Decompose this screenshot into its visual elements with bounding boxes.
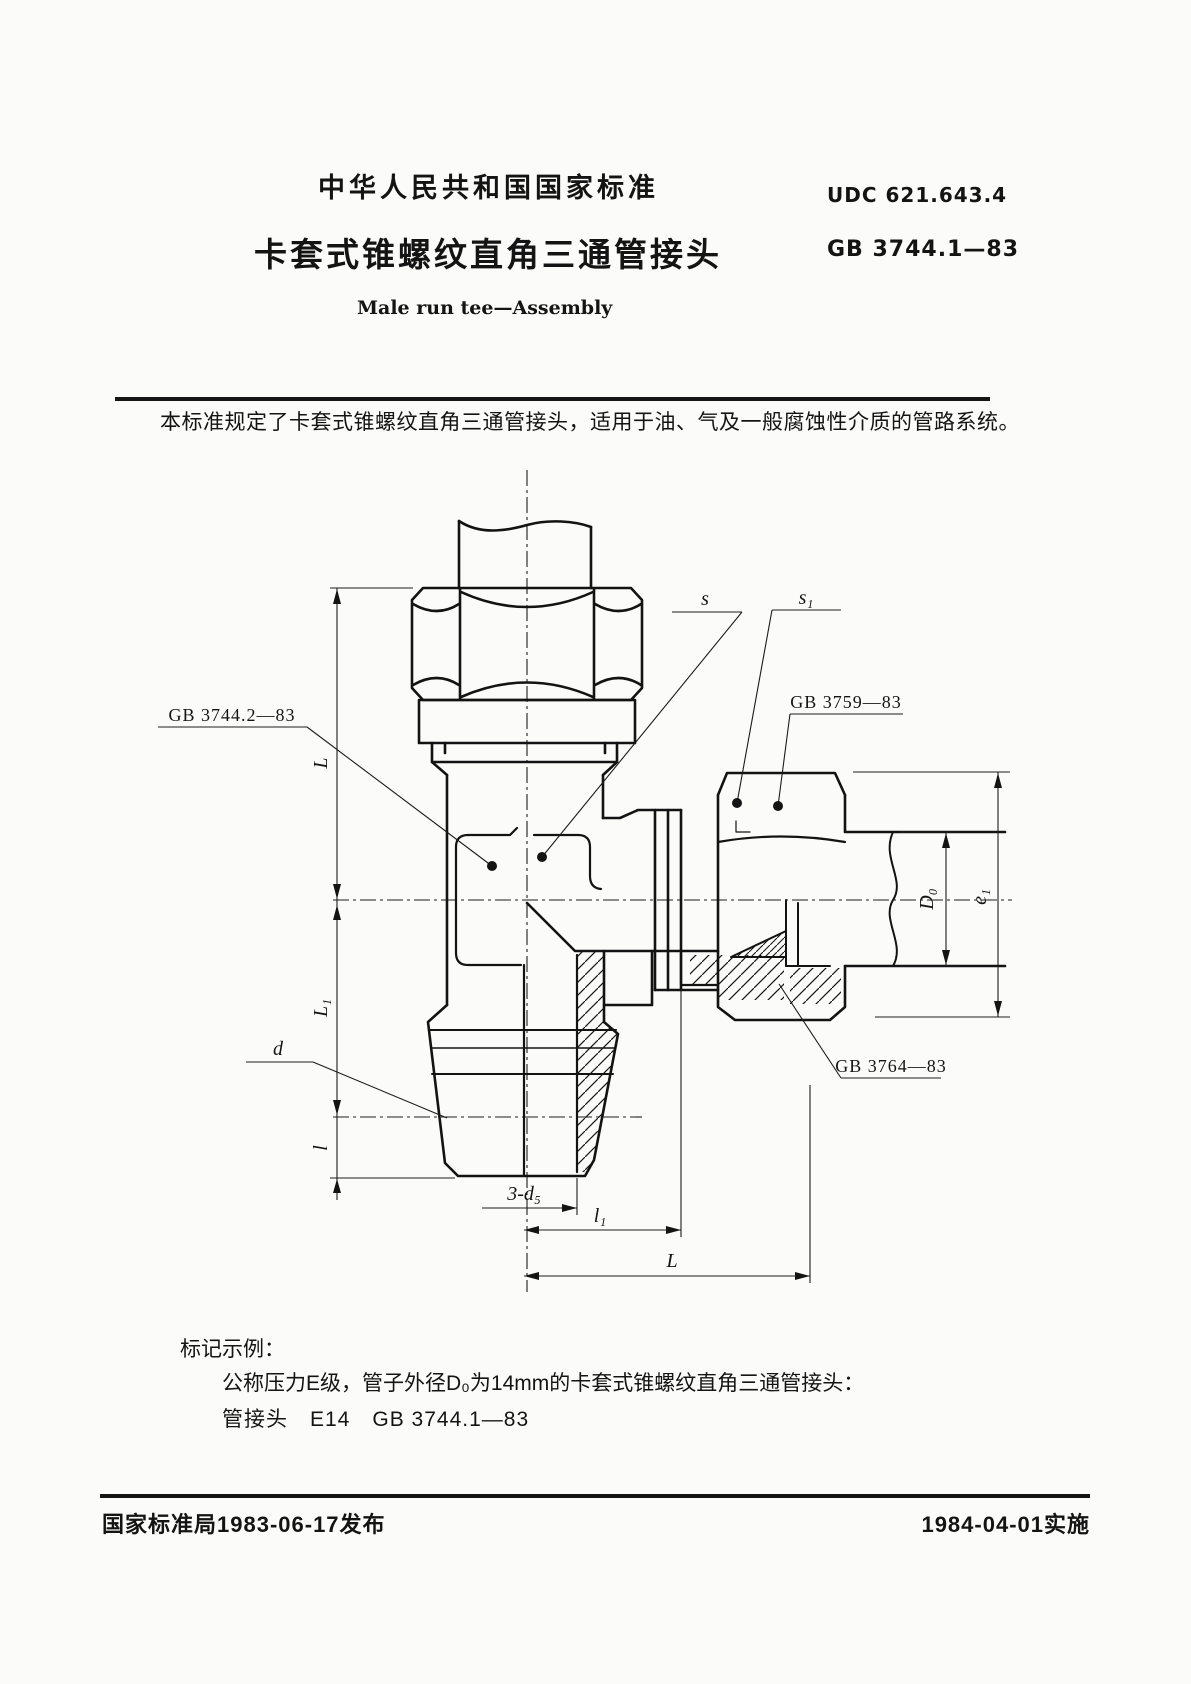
centerlines	[333, 470, 1012, 1292]
pipe-break-line-top	[457, 519, 593, 532]
label-length-L-bottom: L	[665, 1250, 677, 1272]
issued-date: 国家标准局1983-06-17发布	[102, 1512, 386, 1537]
english-title: Male run tee—Assembly	[357, 297, 613, 319]
scope-statement: 本标准规定了卡套式锥螺纹直角三通管接头，适用于油、气及一般腐蚀性介质的管路系统。	[160, 411, 1020, 434]
udc-number: UDC 621.643.4	[827, 183, 1008, 207]
label-thread-d: d	[273, 1038, 284, 1060]
dimension-lines	[158, 587, 1010, 1283]
label-wrench-s1: s₁	[799, 587, 814, 609]
label-bores-3d5: 3-d₅	[506, 1183, 541, 1205]
label-wrench-s: s	[701, 588, 709, 610]
example-description: 公称压力E级，管子外径D₀为14mm的卡套式锥螺纹直角三通管接头：	[222, 1372, 865, 1395]
label-top-nut-standard: GB 3744.2—83	[168, 705, 295, 725]
dimension-arrows	[333, 589, 1002, 1280]
label-length-L1: L₁	[310, 999, 332, 1018]
label-ferrule-standard: GB 3764—83	[835, 1056, 947, 1076]
label-across-corners-e1: e₁	[969, 889, 991, 905]
top-nut-outline	[410, 586, 644, 702]
leader-dots	[487, 798, 783, 871]
label-pipe-od-D0: D₀	[916, 888, 938, 910]
page-title: 卡套式锥螺纹直角三通管接头	[254, 236, 722, 273]
label-length-l1: l₁	[594, 1205, 607, 1227]
standard-number: GB 3744.1—83	[827, 237, 1019, 262]
national-standard-label: 中华人民共和国国家标准	[318, 173, 659, 203]
header-divider	[115, 397, 990, 401]
label-branch-nut-standard: GB 3759—83	[790, 692, 902, 712]
example-heading: 标记示例：	[180, 1338, 285, 1361]
footer-divider	[100, 1494, 1090, 1498]
fitting-outline	[410, 519, 1007, 1178]
branch-nut-outline	[716, 771, 847, 797]
label-thread-gauge-l: l	[310, 1145, 332, 1151]
pipe-break-line-right	[888, 831, 898, 967]
effective-date: 1984-04-01实施	[921, 1512, 1090, 1537]
label-length-L-left: L	[310, 757, 332, 769]
example-designation: 管接头 E14 GB 3744.1—83	[222, 1408, 530, 1431]
